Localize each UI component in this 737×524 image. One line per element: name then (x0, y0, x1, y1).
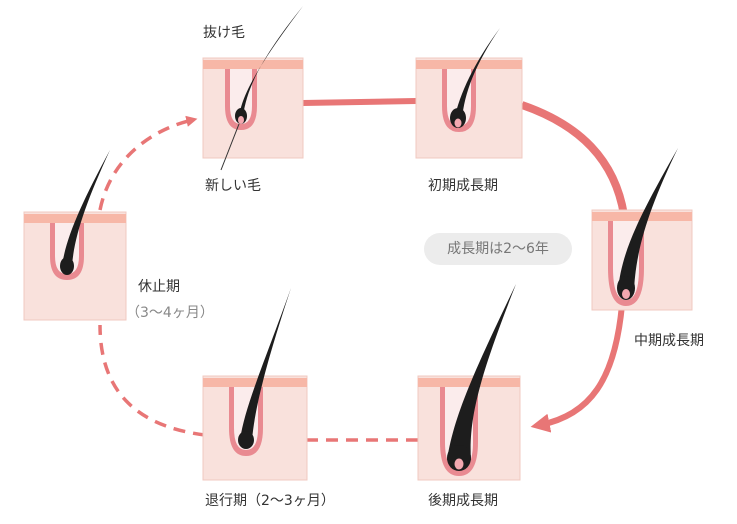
cycle-arrows (98, 98, 628, 442)
hair-bulb (450, 108, 466, 128)
late-anagen-label: 後期成長期 (428, 493, 498, 509)
hair-bulb (617, 276, 635, 300)
hair-bulb (238, 431, 254, 449)
dermal-papilla (454, 458, 464, 470)
hair-bulb (60, 257, 74, 275)
hair-shaft (618, 148, 678, 290)
dermal-papilla (454, 118, 462, 128)
telogen-duration-label: （3〜4ヶ月） (126, 305, 214, 321)
stage-late-anagen (417, 284, 521, 481)
hair-shaft (240, 288, 291, 440)
mid-anagen-label: 中期成長期 (634, 333, 704, 349)
arrow-mid-to-late (530, 304, 625, 433)
stage-catagen (202, 288, 308, 481)
catagen-duration: （2〜3ヶ月） (247, 493, 335, 509)
follicle-inner (230, 69, 252, 124)
arrow-telogen-to-new-hair (98, 115, 198, 211)
shed-hair-label: 抜け毛 (203, 25, 245, 41)
epidermis-layer (203, 378, 307, 387)
stage-shed-and-new-hair (202, 6, 304, 171)
stage-telogen (23, 150, 127, 321)
new-hair-label: 新しい毛 (205, 178, 261, 194)
early-anagen-label: 初期成長期 (428, 178, 498, 194)
growth-period-badge: 成長期は2〜6年 (424, 233, 572, 265)
stage-mid-anagen (591, 148, 693, 311)
arrow-catagen-to-telogen (98, 324, 206, 437)
dermal-papilla (238, 116, 244, 124)
catagen-label: 退行期（2〜3ヶ月） (205, 490, 335, 510)
stage-early-anagen (415, 28, 523, 159)
hair-shaft (454, 28, 500, 120)
hair-bulb (447, 445, 471, 471)
catagen-name: 退行期 (205, 493, 247, 509)
dermal-papilla (622, 289, 630, 299)
epidermis-layer (418, 378, 520, 387)
telogen-label: 休止期 (138, 279, 180, 295)
new-hair-pointer (220, 123, 240, 171)
arrow-early-to-mid (520, 101, 628, 216)
hair-shaft (62, 150, 110, 266)
epidermis-layer (416, 60, 522, 69)
epidermis-layer (24, 214, 126, 223)
arrow-new-hair-to-early (302, 98, 417, 106)
epidermis-layer (203, 60, 303, 69)
hair-shaft (447, 284, 516, 460)
